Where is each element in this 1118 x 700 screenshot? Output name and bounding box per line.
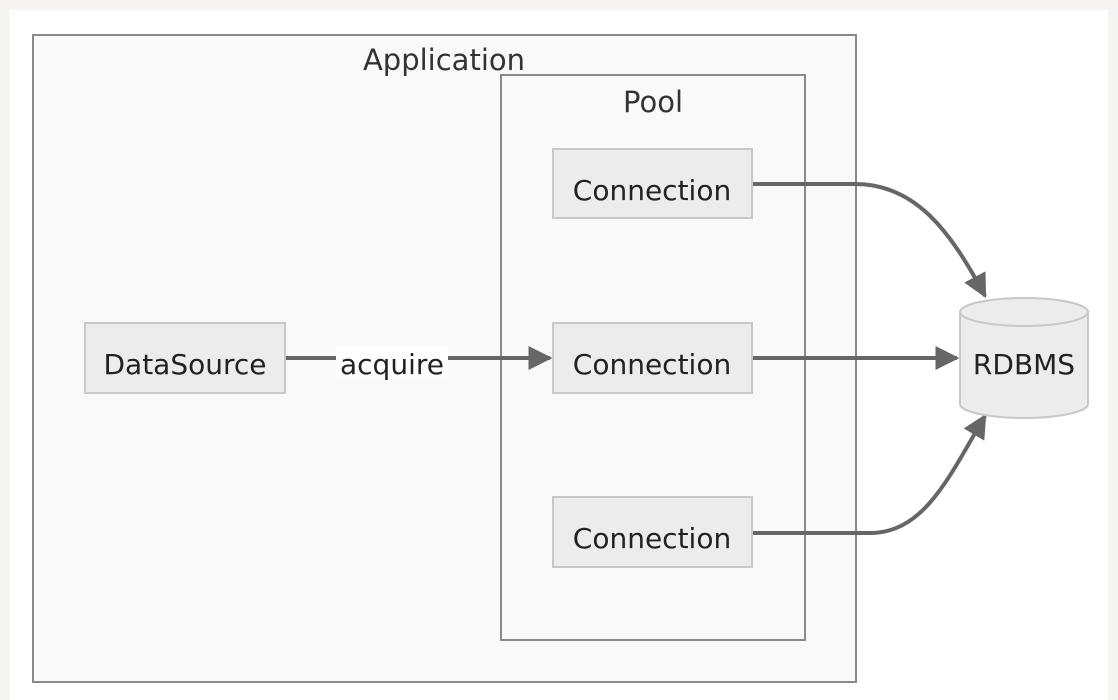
edge-connection-1-to-rdbms bbox=[752, 182, 987, 299]
edge-label-background bbox=[336, 345, 448, 377]
node-datasource-box bbox=[84, 322, 286, 394]
node-connection-1-label: Connection bbox=[573, 174, 731, 207]
node-connection-1-box bbox=[552, 148, 753, 219]
node-datasource: DataSource bbox=[84, 322, 286, 394]
node-connection-3-label: Connection bbox=[573, 522, 731, 555]
node-rdbms: RDBMS bbox=[959, 297, 1089, 419]
node-rdbms-label: RDBMS bbox=[973, 348, 1075, 381]
node-connection-2: Connection bbox=[552, 322, 753, 394]
node-connection-2-box bbox=[552, 322, 753, 394]
database-cylinder-body bbox=[959, 312, 1089, 419]
node-connection-3: Connection bbox=[552, 496, 753, 568]
database-cylinder-top bbox=[959, 297, 1089, 327]
edge-connection-3-to-rdbms bbox=[752, 413, 987, 535]
node-datasource-label: DataSource bbox=[103, 348, 266, 381]
node-connection-2-label: Connection bbox=[573, 348, 731, 381]
node-connection-3-box bbox=[552, 496, 753, 568]
cluster-application-label: Application bbox=[363, 43, 525, 77]
edge-label-acquire: acquire bbox=[336, 345, 448, 381]
edge-label-text: acquire bbox=[340, 348, 444, 381]
node-connection-1: Connection bbox=[552, 148, 753, 219]
cluster-pool-label: Pool bbox=[623, 85, 683, 119]
